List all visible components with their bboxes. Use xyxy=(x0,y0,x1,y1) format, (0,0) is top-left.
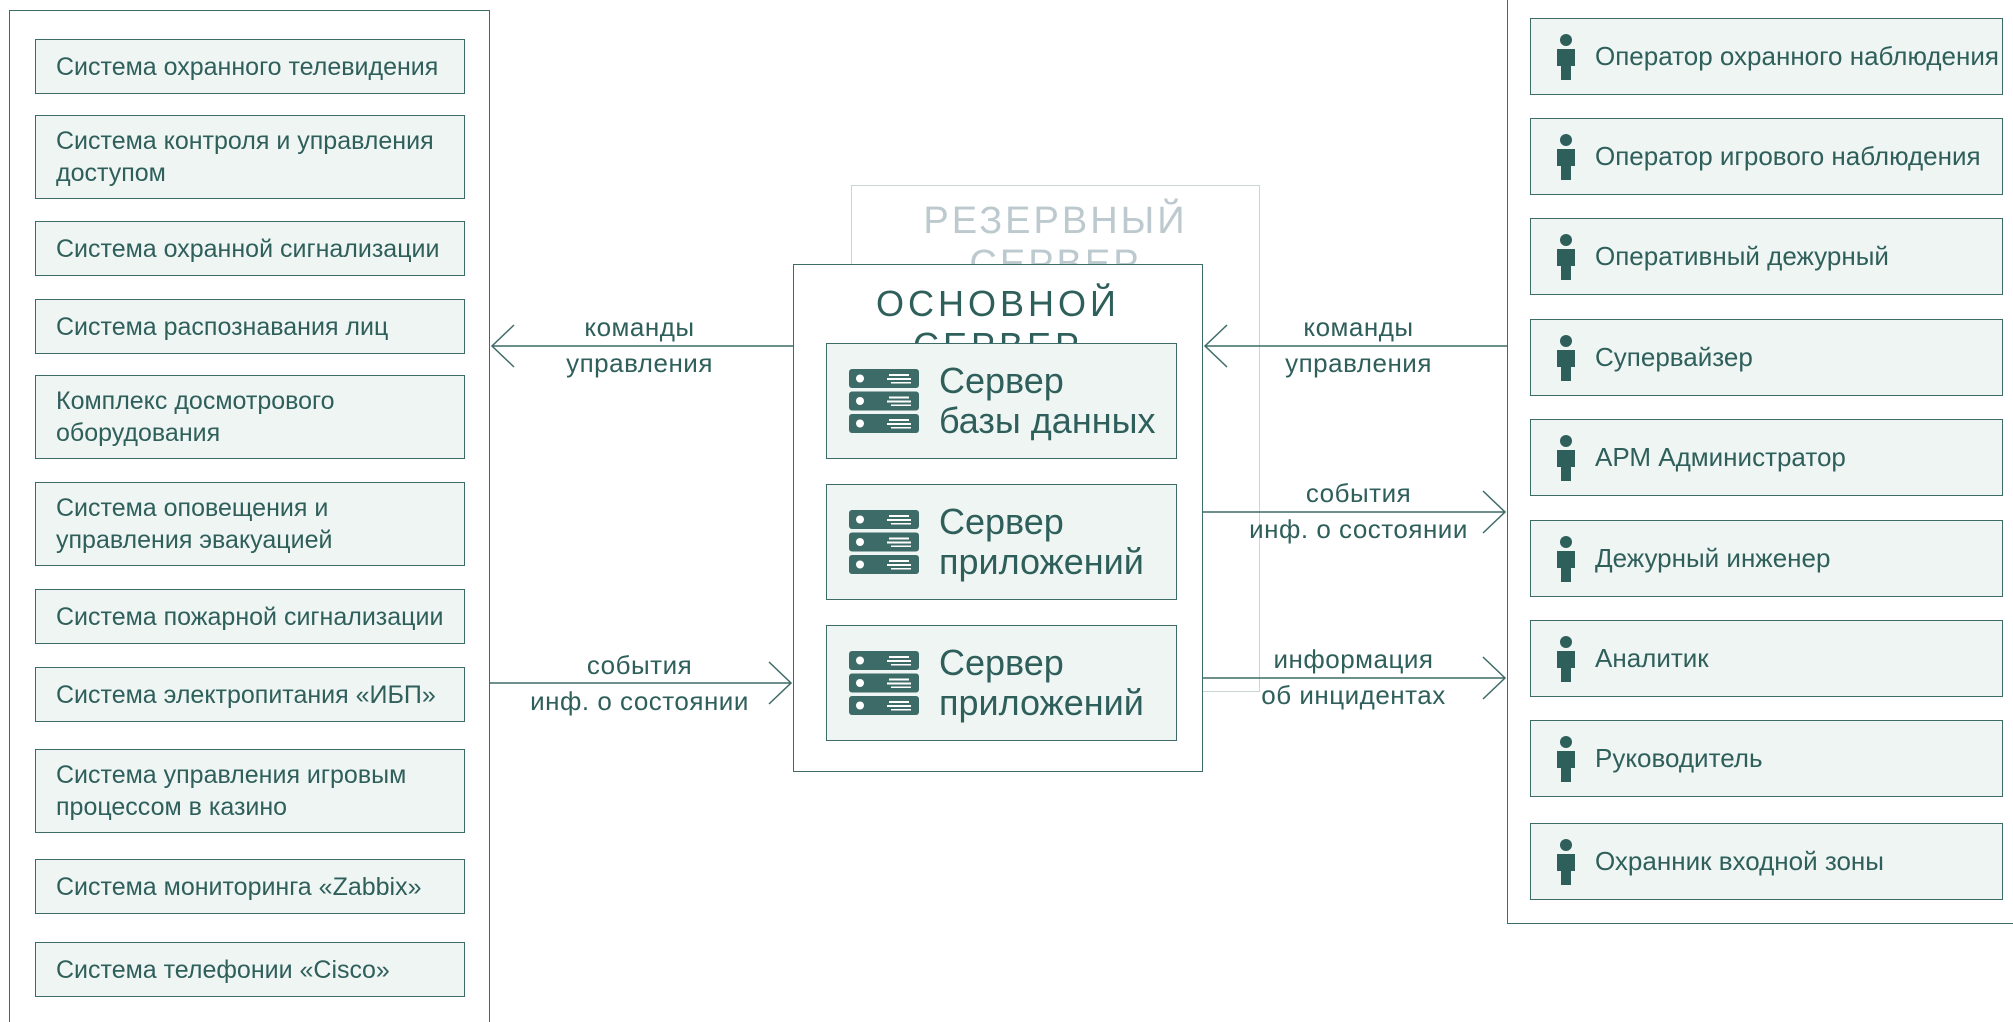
server-label-line: приложений xyxy=(939,541,1144,582)
operator-item: Супервайзер xyxy=(1530,319,2003,396)
operator-label: Оперативный дежурный xyxy=(1595,241,1889,271)
system-label: Система охранного телевидения xyxy=(56,52,439,81)
operator-item: АРМ Администратор xyxy=(1530,419,2003,496)
arrowhead-right xyxy=(1482,656,1507,700)
flow-label-line: события xyxy=(586,650,693,680)
system-item: Система пожарной сигнализации xyxy=(35,589,465,644)
arrowhead-right xyxy=(768,661,793,705)
server-rack-icon xyxy=(849,651,919,715)
flow-label-line: инф. о состоянии xyxy=(1249,514,1468,544)
operator-label: Руководитель xyxy=(1595,743,1763,773)
flow-label-line: информация xyxy=(1273,644,1434,674)
server-label: Сервер приложений xyxy=(939,502,1144,582)
system-item: Система управления игровым процессом в к… xyxy=(35,749,465,833)
flow-label-line: команды xyxy=(584,312,695,342)
operator-item: Аналитик xyxy=(1530,620,2003,697)
operator-label: Охранник входной зоны xyxy=(1595,846,1884,876)
operator-label: Дежурный инженер xyxy=(1595,543,1831,573)
server-label: Сервер приложений xyxy=(939,643,1144,723)
system-item: Система охранного телевидения xyxy=(35,39,465,94)
system-label: Система оповещения и управления эвакуаци… xyxy=(56,494,333,554)
flow-label-line: управления xyxy=(1285,348,1432,378)
flow-label-line: об инцидентах xyxy=(1261,680,1446,710)
person-icon xyxy=(1557,334,1575,381)
person-icon xyxy=(1557,133,1575,180)
main-server-title: ОСНОВНОЙ СЕРВЕР xyxy=(876,283,1120,366)
arrowhead-right xyxy=(1482,490,1507,534)
system-item: Система мониторинга «Zabbix» xyxy=(35,859,465,914)
system-label: Система мониторинга «Zabbix» xyxy=(56,872,422,901)
operator-label: АРМ Администратор xyxy=(1595,442,1846,472)
operator-label: Супервайзер xyxy=(1595,342,1753,372)
flow-label-left-commands: команды управления xyxy=(518,309,761,381)
operator-item: Охранник входной зоны xyxy=(1530,823,2003,900)
server-label-line: базы данных xyxy=(939,400,1156,441)
flow-label-right-events: события инф. о состоянии xyxy=(1222,475,1495,547)
system-label: Комплекс досмотрового оборудования xyxy=(56,387,335,447)
server-rack-icon xyxy=(849,369,919,433)
operator-workstations-panel xyxy=(1507,0,2013,924)
server-label-line: Сервер xyxy=(939,642,1064,683)
system-label: Система контроля и управления доступом xyxy=(56,127,434,187)
integrated-systems-panel xyxy=(9,10,490,1022)
system-item: Система контроля и управления доступом xyxy=(35,115,465,199)
person-icon xyxy=(1557,735,1575,782)
arrowhead-left xyxy=(1203,324,1228,368)
flow-label-line: команды xyxy=(1303,312,1414,342)
operator-label: Оператор охранного наблюдения xyxy=(1595,41,1999,71)
flow-label-line: события xyxy=(1305,478,1412,508)
person-icon xyxy=(1557,233,1575,280)
person-icon xyxy=(1557,33,1575,80)
server-rack-icon xyxy=(849,510,919,574)
operator-label: Аналитик xyxy=(1595,643,1709,673)
person-icon xyxy=(1557,635,1575,682)
application-server: Сервер приложений xyxy=(826,625,1177,741)
flow-label-line: инф. о состоянии xyxy=(530,686,749,716)
arrowhead-left xyxy=(490,324,515,368)
server-label-line: Сервер xyxy=(939,501,1064,542)
system-label: Система телефонии «Cisco» xyxy=(56,955,390,984)
flow-label-right-incidents: информация об инцидентах xyxy=(1222,641,1485,713)
operator-item: Оператор охранного наблюдения xyxy=(1530,18,2003,95)
operator-item: Оперативный дежурный xyxy=(1530,218,2003,295)
system-item: Система оповещения и управления эвакуаци… xyxy=(35,482,465,566)
system-label: Система управления игровым процессом в к… xyxy=(56,761,407,821)
flow-label-right-commands: команды управления xyxy=(1237,309,1480,381)
server-label: Сервер базы данных xyxy=(939,361,1155,441)
system-item: Система телефонии «Cisco» xyxy=(35,942,465,997)
system-label: Система охранной сигнализации xyxy=(56,234,440,263)
operator-item: Оператор игрового наблюдения xyxy=(1530,118,2003,195)
system-item: Комплекс досмотрового оборудования xyxy=(35,375,465,459)
operator-item: Дежурный инженер xyxy=(1530,520,2003,597)
person-icon xyxy=(1557,838,1575,885)
database-server: Сервер базы данных xyxy=(826,343,1177,459)
operator-label: Оператор игрового наблюдения xyxy=(1595,141,1981,171)
operator-item: Руководитель xyxy=(1530,720,2003,797)
person-icon xyxy=(1557,535,1575,582)
system-label: Система пожарной сигнализации xyxy=(56,602,444,631)
system-item: Система электропитания «ИБП» xyxy=(35,667,465,722)
server-label-line: Сервер xyxy=(939,360,1064,401)
system-label: Система электропитания «ИБП» xyxy=(56,680,436,709)
application-server: Сервер приложений xyxy=(826,484,1177,600)
flow-label-line: управления xyxy=(566,348,713,378)
flow-label-left-events: события инф. о состоянии xyxy=(508,647,771,719)
server-label-line: приложений xyxy=(939,682,1144,723)
system-item: Система распознавания лиц xyxy=(35,299,465,354)
person-icon xyxy=(1557,434,1575,481)
system-label: Система распознавания лиц xyxy=(56,312,389,341)
system-item: Система охранной сигнализации xyxy=(35,221,465,276)
